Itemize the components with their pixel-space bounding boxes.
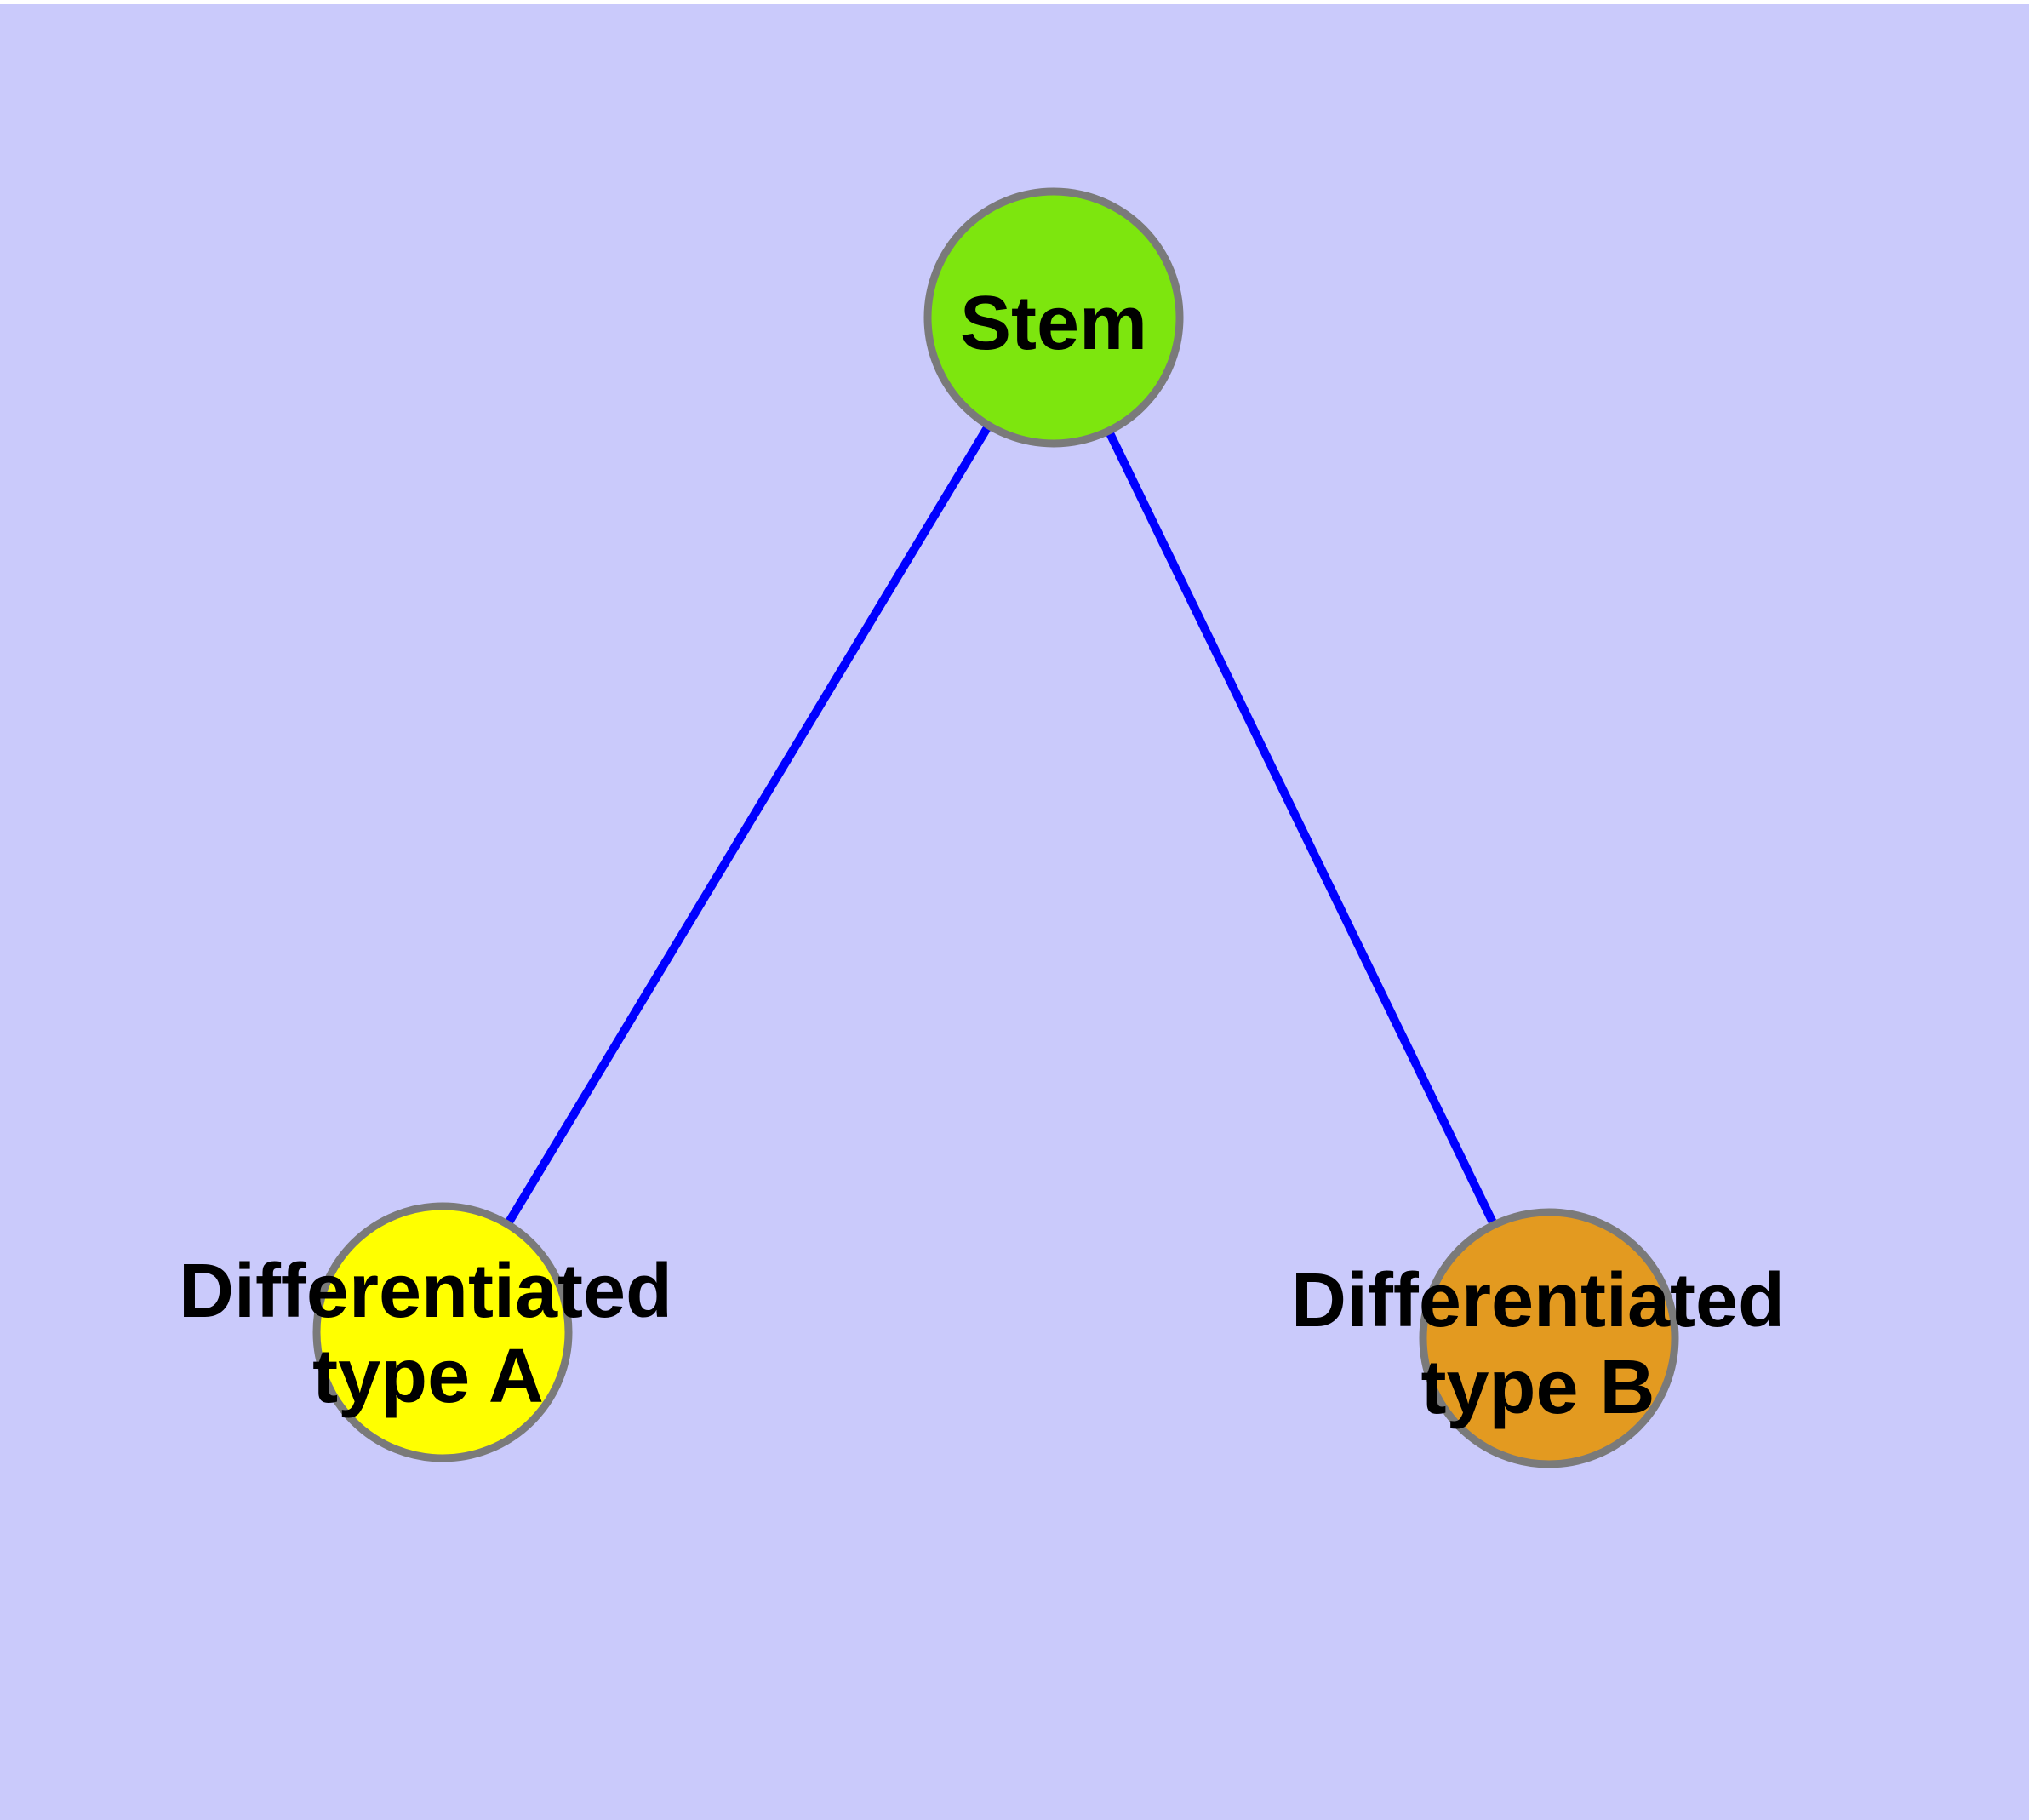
- type-a-node-circle: [312, 1202, 573, 1462]
- stem-node-circle: [923, 187, 1184, 448]
- type-b-node-circle: [1419, 1208, 1679, 1468]
- edge-stem-to-type-b: [1049, 315, 1553, 1341]
- stem-node-label: Stem: [960, 281, 1147, 366]
- type-b-node-label-line2: type B: [1420, 1345, 1655, 1430]
- node-stem: Stem: [923, 187, 1184, 448]
- node-differentiated-type-b: Differentiated type B: [1291, 1208, 1785, 1468]
- canvas-top-edge: [0, 0, 2029, 4]
- edge-group: [438, 315, 1553, 1341]
- node-differentiated-type-a: Differentiated type A: [179, 1202, 672, 1462]
- type-a-node-label-line2: type A: [312, 1334, 544, 1419]
- type-b-node-label-line1: Differentiated: [1291, 1258, 1785, 1343]
- type-a-node-label-line1: Differentiated: [179, 1249, 672, 1334]
- edge-stem-to-type-a: [438, 315, 1058, 1335]
